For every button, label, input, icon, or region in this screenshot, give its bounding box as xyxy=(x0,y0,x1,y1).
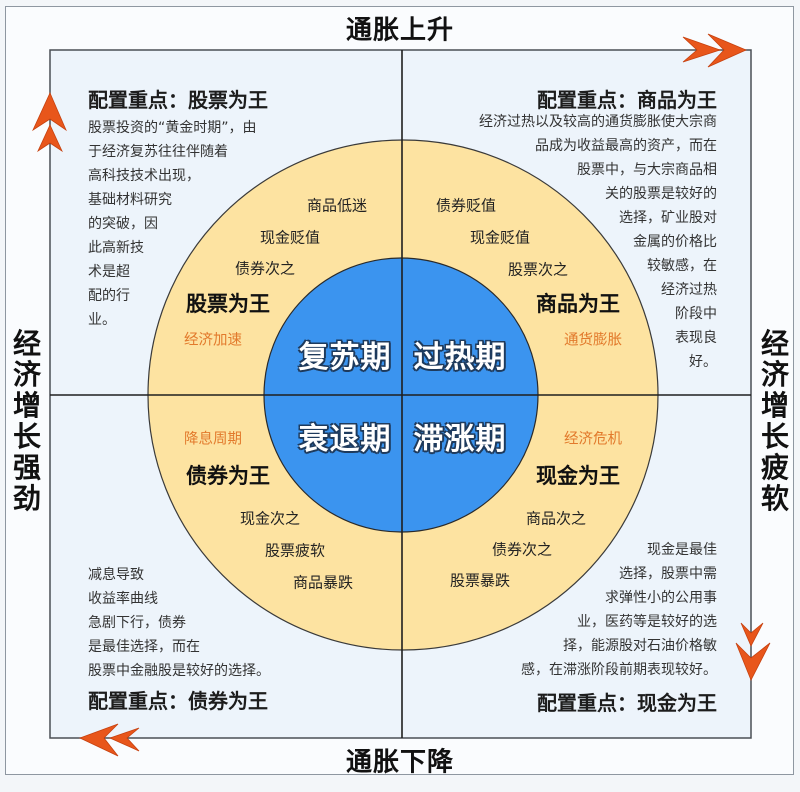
paragraph-line: 业。 xyxy=(88,312,116,328)
paragraph-line: 感，在滞涨阶段前期表现较好。 xyxy=(521,662,717,678)
paragraph-line: 择，能源股对石油价格敏 xyxy=(563,638,717,654)
paragraph-line: 的突破，因 xyxy=(88,216,158,232)
paragraph-line: 股票中金融股是较好的选择。 xyxy=(88,663,270,679)
paragraph-line: 业，医药等是较好的选 xyxy=(577,614,717,630)
paragraph-line: 阶段中 xyxy=(675,306,717,322)
phase-label-recovery: 复苏期 xyxy=(298,340,392,375)
ring-item: 商品暴跌 xyxy=(292,573,354,592)
paragraph-line: 较敏感，在 xyxy=(647,258,717,274)
phase-label-stagflation: 滞涨期 xyxy=(413,422,507,457)
paragraph-line: 是最佳选择，而在 xyxy=(88,639,200,655)
paragraph-line: 经济过热以及较高的通货膨胀使大宗商 xyxy=(479,114,717,130)
cycle-driver-label: 经济危机 xyxy=(564,431,622,448)
phase-label-overheat: 过热期 xyxy=(413,340,507,375)
paragraph-line: 品成为收益最高的资产，而在 xyxy=(535,138,717,154)
paragraph-line: 减息导致 xyxy=(88,567,144,583)
paragraph-line: 关的股票是较好的 xyxy=(605,186,717,202)
dominant-asset-label: 商品为王 xyxy=(536,292,620,316)
ring-item: 股票次之 xyxy=(507,260,569,279)
paragraph-line: 急剧下行，债券 xyxy=(88,615,186,631)
paragraph-line: 此高新技 xyxy=(88,240,144,256)
paragraph-line: 好。 xyxy=(689,354,717,370)
ring-item: 商品低迷 xyxy=(306,196,368,215)
ring-item: 现金贬值 xyxy=(259,228,321,247)
paragraph-line: 经济过热 xyxy=(661,282,717,298)
arrow-down-icon xyxy=(735,622,771,681)
dominant-asset-label: 现金为王 xyxy=(536,464,620,488)
dominant-asset-label: 股票为王 xyxy=(186,292,270,316)
paragraph-line: 于经济复苏往往伴随着 xyxy=(88,144,228,160)
arrow-up-icon xyxy=(32,92,67,153)
allocation-heading: 配置重点：债券为王 xyxy=(88,689,268,713)
axis-title-inflation-falling: 通胀下降 xyxy=(345,747,455,778)
paragraph-line: 股票投资的“黄金时期”，由 xyxy=(88,120,257,136)
paragraph-line: 术是超 xyxy=(88,264,130,280)
paragraph-line: 现金是最佳 xyxy=(647,542,717,558)
cycle-driver-label: 降息周期 xyxy=(184,431,242,448)
axis-title-weak-growth: 经济增长疲软 xyxy=(760,327,789,515)
paragraph-line: 表现良 xyxy=(675,330,717,346)
allocation-heading: 配置重点：现金为王 xyxy=(537,691,717,715)
cycle-driver-label: 通货膨胀 xyxy=(564,332,622,349)
paragraph-line: 求弹性小的公用事 xyxy=(605,590,717,606)
paragraph-line: 选择，矿业股对 xyxy=(619,210,717,226)
paragraph-line: 收益率曲线 xyxy=(88,591,158,607)
arrow-left-icon xyxy=(78,723,140,757)
paragraph-line: 基础材料研究 xyxy=(88,192,172,208)
arrow-right-icon xyxy=(682,33,748,68)
cycle-driver-label: 经济加速 xyxy=(184,332,242,349)
ring-item: 商品次之 xyxy=(525,509,587,528)
ring-item: 股票暴跌 xyxy=(449,571,511,590)
paragraph-line: 选择，股票中需 xyxy=(619,566,717,582)
paragraph-line: 配的行 xyxy=(88,288,130,304)
ring-item: 股票疲软 xyxy=(264,541,326,560)
ring-item: 现金贬值 xyxy=(469,228,531,247)
ring-item: 债券贬值 xyxy=(435,196,497,215)
paragraph-line: 高科技技术出现， xyxy=(88,168,200,184)
ring-item: 现金次之 xyxy=(239,509,301,528)
axis-title-strong-growth: 经济增长强劲 xyxy=(12,327,41,515)
ring-item: 债券次之 xyxy=(234,259,296,278)
allocation-heading: 配置重点：商品为王 xyxy=(537,88,717,112)
phase-label-recession: 衰退期 xyxy=(298,422,392,457)
ring-item: 债券次之 xyxy=(491,540,553,559)
paragraph-line: 股票中，与大宗商品相 xyxy=(577,162,717,178)
allocation-heading: 配置重点：股票为王 xyxy=(88,88,268,112)
dominant-asset-label: 债券为王 xyxy=(186,464,270,488)
axis-title-inflation-rising: 通胀上升 xyxy=(345,15,455,46)
paragraph-line: 金属的价格比 xyxy=(633,234,717,250)
